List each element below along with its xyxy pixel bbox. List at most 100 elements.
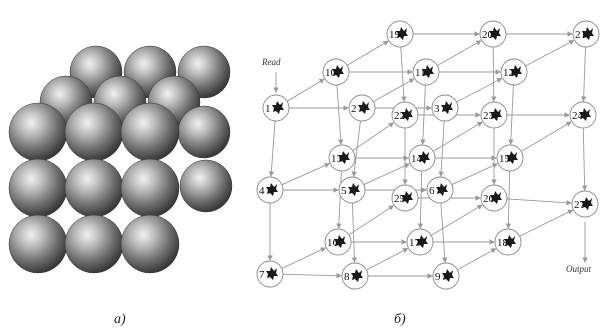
network-edge	[336, 170, 342, 229]
network-node: 14	[408, 144, 436, 172]
node-number: 18	[497, 237, 509, 249]
network-edge	[268, 120, 276, 177]
network-node: 5	[338, 176, 366, 204]
network-edge	[520, 121, 572, 152]
network-edge	[519, 209, 574, 237]
caption-a: а)	[114, 312, 126, 327]
node-number: 2	[351, 103, 357, 115]
network-node: 16	[324, 228, 352, 256]
network-edge	[508, 84, 514, 145]
network-edge	[430, 204, 483, 236]
node-number: 5	[341, 185, 347, 197]
node-number: 23	[483, 110, 495, 122]
network-node: 12	[500, 58, 528, 86]
bird-icon	[351, 269, 363, 282]
bird-icon	[266, 267, 278, 280]
bird-icon	[418, 151, 430, 164]
node-number: 12	[503, 67, 514, 79]
bird-icon	[489, 27, 501, 40]
network-node: 21	[572, 20, 600, 48]
sphere	[120, 214, 180, 274]
node-number: 10	[325, 67, 337, 79]
node-number: 4	[259, 185, 265, 197]
network-node: 23	[480, 101, 508, 129]
network-edge	[456, 78, 503, 103]
network-edge	[346, 40, 389, 66]
node-number: 17	[409, 237, 421, 249]
sphere	[8, 214, 68, 274]
network-edge	[451, 163, 499, 186]
network-edge	[417, 170, 424, 229]
node-number: 6	[429, 185, 435, 197]
sphere-packing-illustration	[8, 45, 233, 274]
node-number: 15	[499, 153, 511, 165]
node-number: 21	[575, 29, 586, 41]
network-edge	[348, 205, 395, 236]
node-number: 8	[344, 271, 350, 283]
network-node: 7	[256, 260, 284, 288]
network-edge	[281, 247, 327, 269]
sphere	[64, 158, 124, 218]
network-node: 19	[386, 20, 414, 48]
bird-icon	[490, 108, 502, 121]
network-edge	[420, 84, 426, 145]
sphere	[64, 214, 124, 274]
bird-icon	[442, 269, 454, 282]
node-number: 7	[259, 269, 265, 281]
sphere	[64, 102, 124, 162]
bird-icon	[266, 183, 278, 196]
network-node: 27	[571, 190, 599, 218]
node-number: 14	[411, 153, 423, 165]
node-number: 27	[574, 199, 586, 211]
sphere	[120, 102, 180, 162]
network-edge	[366, 248, 409, 271]
network-edge	[286, 78, 325, 102]
network-node: 17	[406, 228, 434, 256]
bird-icon	[579, 108, 591, 121]
node-number: 22	[394, 110, 405, 122]
network-node: 18	[494, 228, 522, 256]
network-edge	[282, 272, 342, 279]
network-node: 10	[322, 58, 350, 86]
sphere	[8, 102, 68, 162]
network-edge	[281, 163, 331, 186]
network-node: 13	[328, 144, 356, 172]
bird-icon	[396, 27, 408, 40]
caption-b: б)	[394, 312, 406, 327]
network-node: 4	[256, 176, 284, 204]
bird-icon	[582, 27, 594, 40]
network-node: 22	[391, 101, 419, 129]
bird-icon	[441, 101, 453, 114]
sphere	[177, 105, 231, 159]
bird-icon	[504, 235, 516, 248]
network-edges	[267, 31, 588, 279]
network-edge	[363, 163, 411, 186]
sphere	[179, 159, 233, 213]
network-edge	[491, 46, 497, 102]
node-number: 25	[394, 193, 406, 205]
network-edge	[351, 202, 358, 263]
network-edge	[432, 121, 483, 152]
network-node: 11	[412, 58, 440, 86]
network-edge	[440, 202, 448, 263]
network-node: 15	[496, 144, 524, 172]
network-edge	[373, 78, 415, 103]
network-edge	[336, 84, 344, 145]
output-label: Output	[566, 264, 592, 274]
network-node: 25	[391, 184, 419, 212]
bird-icon	[422, 65, 434, 78]
network-node: 3	[431, 94, 459, 122]
node-number: 26	[483, 193, 495, 205]
node-number: 24	[572, 110, 584, 122]
bird-icon	[436, 183, 448, 196]
node-number: 16	[327, 237, 339, 249]
bird-icon	[348, 183, 360, 196]
bird-icon	[581, 197, 593, 210]
read-label: Read	[261, 57, 281, 67]
bird-icon	[338, 151, 350, 164]
sphere	[8, 158, 68, 218]
node-number: 13	[331, 153, 343, 165]
node-number: 3	[434, 103, 440, 115]
network-edge	[505, 170, 512, 229]
